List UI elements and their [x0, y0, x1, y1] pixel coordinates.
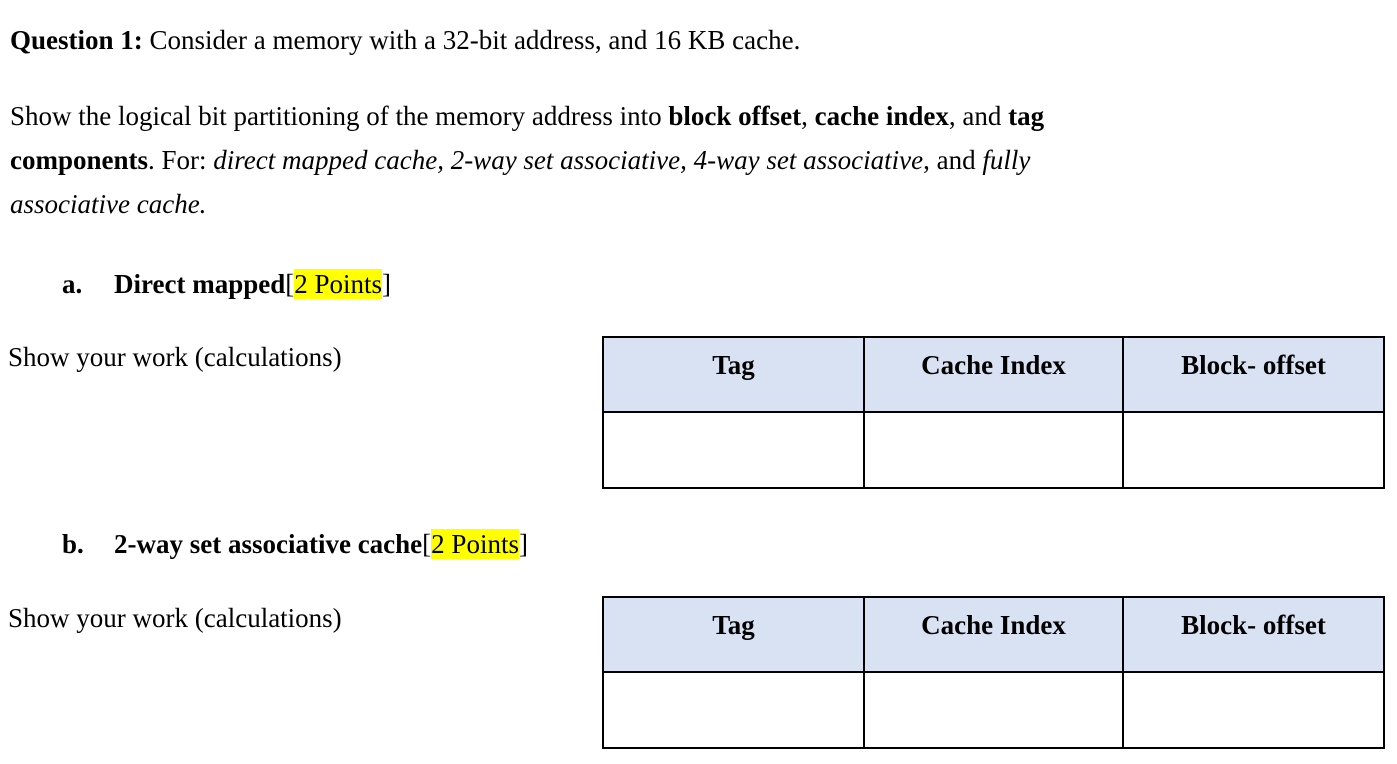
bracket-close-a: ]: [382, 269, 392, 299]
table-cell-tag[interactable]: [602, 671, 865, 749]
instruction-for-label: . For:: [148, 145, 214, 175]
instruction-text-a: Show the logical bit partitioning of the…: [10, 101, 669, 131]
instruction-line-3: associative cache.: [10, 191, 206, 218]
table-header-cache-index: Cache Index: [863, 336, 1124, 413]
partition-table-a: Tag Cache Index Block- offset: [602, 336, 1385, 489]
table-header-cache-index: Cache Index: [863, 596, 1124, 673]
term-tag: tag: [1008, 101, 1045, 131]
table-row: [602, 671, 1385, 749]
question-heading: Question 1: Consider a memory with a 32-…: [10, 27, 800, 54]
table-cell-block-offset[interactable]: [1122, 671, 1385, 749]
table-header-block-offset: Block- offset: [1122, 596, 1385, 673]
table-row: [602, 411, 1385, 489]
partition-table-b: Tag Cache Index Block- offset: [602, 596, 1385, 749]
points-badge-a: 2 Points: [294, 269, 383, 299]
bracket-open-a: [: [285, 269, 295, 299]
table-header-row: Tag Cache Index Block- offset: [602, 596, 1385, 673]
question-label: Question 1:: [10, 25, 143, 55]
question-text: Consider a memory with a 32-bit address,…: [142, 25, 801, 55]
points-badge-b: 2 Points: [431, 529, 519, 559]
instruction-line-1: Show the logical bit partitioning of the…: [10, 103, 1044, 130]
table-cell-cache-index[interactable]: [863, 411, 1124, 489]
table-header-row: Tag Cache Index Block- offset: [602, 336, 1385, 413]
instruction-sep-3: , and: [923, 145, 983, 175]
list-marker-a: a.: [62, 269, 83, 299]
term-block-offset: block offset: [668, 101, 802, 131]
list-item: a. Direct mapped[2 Points]: [62, 269, 392, 299]
table-header-block-offset: Block- offset: [1122, 336, 1385, 413]
cache-types-list: direct mapped cache, 2-way set associati…: [213, 145, 924, 175]
show-work-label-a: Show your work (calculations): [8, 342, 342, 372]
table-header-tag: Tag: [602, 596, 865, 673]
table-header-tag: Tag: [602, 336, 865, 413]
table-cell-block-offset[interactable]: [1122, 411, 1385, 489]
instruction-line-2: components. For: direct mapped cache, 2-…: [10, 147, 1030, 174]
cache-type-fully-associative: associative cache.: [10, 189, 207, 219]
bracket-open-b: [: [422, 529, 432, 559]
term-cache-index: cache index: [814, 101, 949, 131]
list-item-title-b: 2-way set associative cache: [114, 529, 423, 559]
instruction-sep-1: ,: [801, 101, 815, 131]
list-item: b. 2-way set associative cache[2 Points]: [62, 529, 528, 559]
show-work-label-b: Show your work (calculations): [8, 603, 342, 633]
bracket-close-b: ]: [518, 529, 528, 559]
table-cell-cache-index[interactable]: [863, 671, 1124, 749]
cache-type-fully: fully: [982, 145, 1031, 175]
table-cell-tag[interactable]: [602, 411, 865, 489]
term-components: components: [10, 145, 149, 175]
list-marker-b: b.: [62, 529, 84, 559]
instruction-sep-2: , and: [948, 101, 1009, 131]
list-item-title-a: Direct mapped: [114, 269, 286, 299]
